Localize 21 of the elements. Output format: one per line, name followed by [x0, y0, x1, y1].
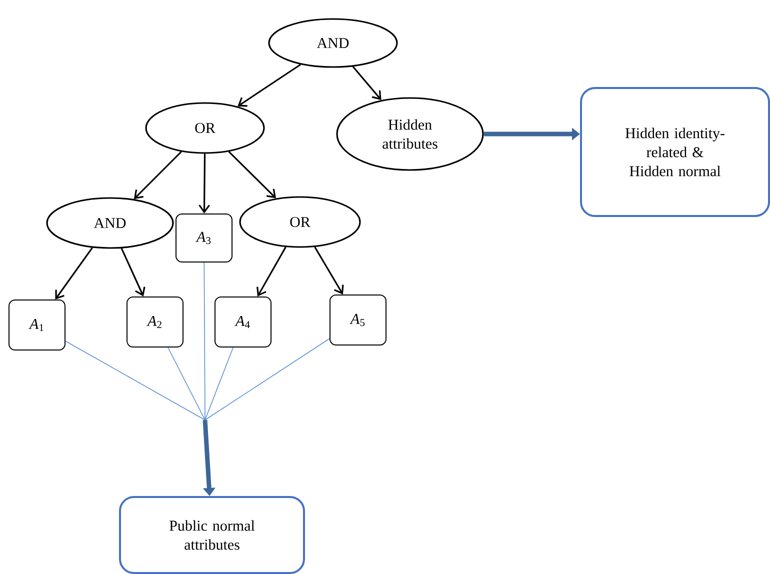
arrow — [198, 154, 210, 214]
connector-line — [204, 338, 330, 420]
group-box: Hidden identity-related & Hidden normal — [580, 87, 770, 217]
attribute-box: A$_{5}$ — [330, 294, 386, 346]
connector-line — [204, 262, 206, 420]
attribute-box: A$_{4}$ — [214, 296, 272, 348]
group-box: Public normal attributes — [119, 496, 305, 574]
arrow — [238, 64, 302, 107]
attribute-box: A$_{1}$ — [8, 300, 66, 350]
arrow — [352, 66, 382, 100]
arrow — [134, 151, 182, 200]
arrow — [314, 246, 344, 294]
arrow — [228, 151, 276, 198]
connector-line — [168, 347, 206, 420]
attribute-box: A$_{2}$ — [126, 296, 184, 348]
arrow — [256, 246, 286, 296]
arrow — [55, 247, 93, 300]
connector-line — [204, 347, 234, 420]
arrow — [120, 248, 146, 296]
connector-line — [65, 340, 206, 420]
attribute-box: A$_{3}$ — [176, 214, 232, 262]
